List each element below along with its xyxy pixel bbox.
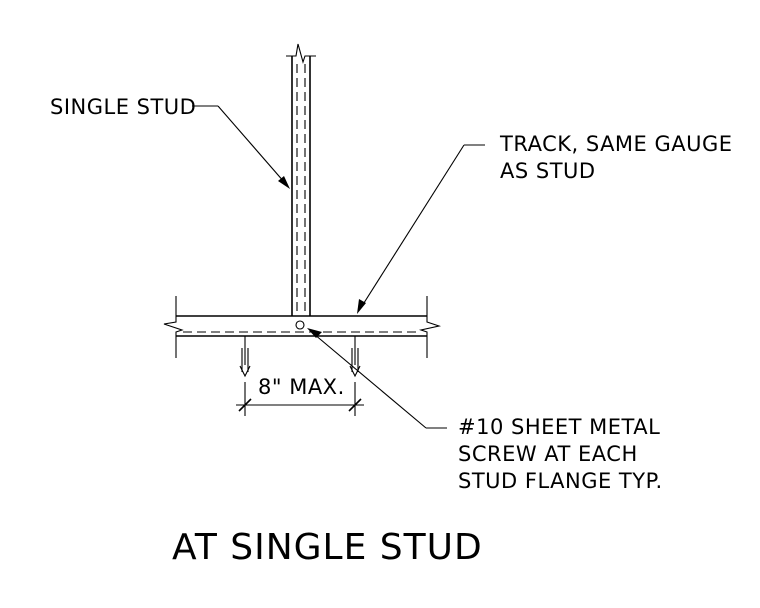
leader-single-stud [192,105,290,189]
detail-title: AT SINGLE STUD [172,527,483,568]
dimension-line [236,382,364,416]
stud [286,43,316,316]
anchor-left-icon [239,336,251,378]
label-track-line2: AS STUD [500,159,596,183]
anchor-right-icon [349,336,361,378]
leader-track [357,144,485,314]
stud-break-symbol [286,43,316,64]
leader-screw [307,328,447,429]
track [163,296,442,358]
track-left-break-symbol [163,316,184,336]
track-right-break-symbol [418,316,442,336]
label-single-stud: SINGLE STUD [50,95,196,119]
label-track-line1: TRACK, SAME GAUGE [499,132,733,156]
screw-icon [295,320,305,330]
label-screw-line2: SCREW AT EACH [458,442,638,466]
label-screw-line3: STUD FLANGE TYP. [458,469,663,493]
label-screw-line1: #10 SHEET METAL [458,415,660,439]
dimension-label: 8" MAX. [258,375,345,399]
